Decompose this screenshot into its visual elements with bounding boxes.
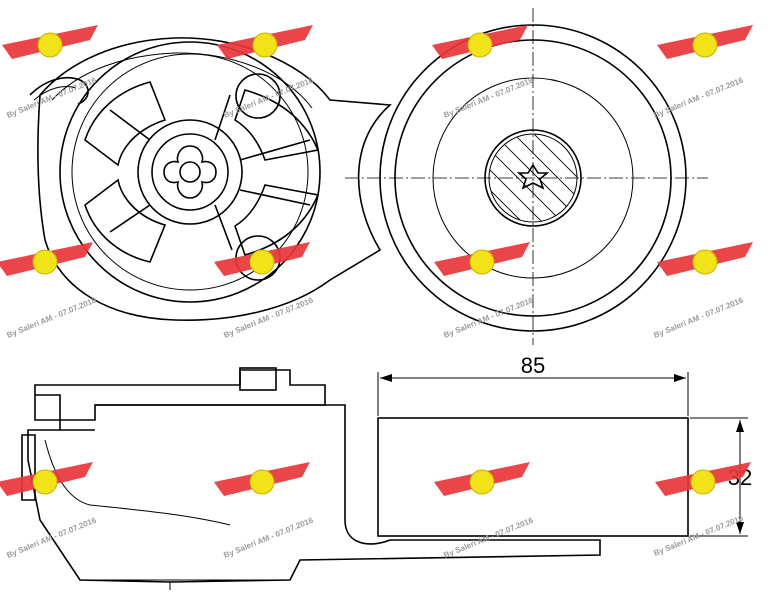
winged-badge-icon	[217, 25, 313, 59]
dimension-width-label: 85	[521, 353, 545, 378]
watermark-text: By Saleri AM - 07.07.2016	[5, 515, 98, 559]
watermark-text: By Saleri AM - 07.07.2016	[5, 295, 98, 339]
tensioner-side-view	[21, 367, 601, 590]
winged-badge-icon	[655, 462, 751, 496]
pulley-front-view	[345, 8, 708, 345]
watermark-text: By Saleri AM - 07.07.2016	[442, 295, 535, 339]
dimension-width: 85	[380, 353, 686, 382]
winged-badge-icon	[657, 242, 753, 276]
winged-badge-icon	[434, 462, 530, 496]
tensioner-arm-front-view	[29, 37, 392, 322]
winged-badge-icon	[2, 25, 98, 59]
watermark-text: By Saleri AM - 07.07.2016	[442, 75, 535, 119]
watermark-text: By Saleri AM - 07.07.2016	[652, 295, 745, 339]
winged-badge-icon	[657, 25, 753, 59]
watermark-text: By Saleri AM - 07.07.2016	[222, 295, 315, 339]
winged-badge-icon	[214, 242, 310, 276]
winged-badge-icon	[0, 462, 93, 496]
winged-badge-icon	[0, 242, 93, 276]
watermark-text: By Saleri AM - 07.07.2016	[652, 75, 745, 119]
watermark-layer: By Saleri AM - 07.07.2016 By Saleri AM -…	[0, 25, 753, 560]
pulley-side-view	[377, 372, 748, 537]
watermark-text: By Saleri AM - 07.07.2016	[442, 515, 535, 559]
winged-badge-icon	[214, 462, 310, 496]
winged-badge-icon	[432, 25, 528, 59]
watermark-text: By Saleri AM - 07.07.2016	[222, 515, 315, 559]
winged-badge-icon	[434, 242, 530, 276]
